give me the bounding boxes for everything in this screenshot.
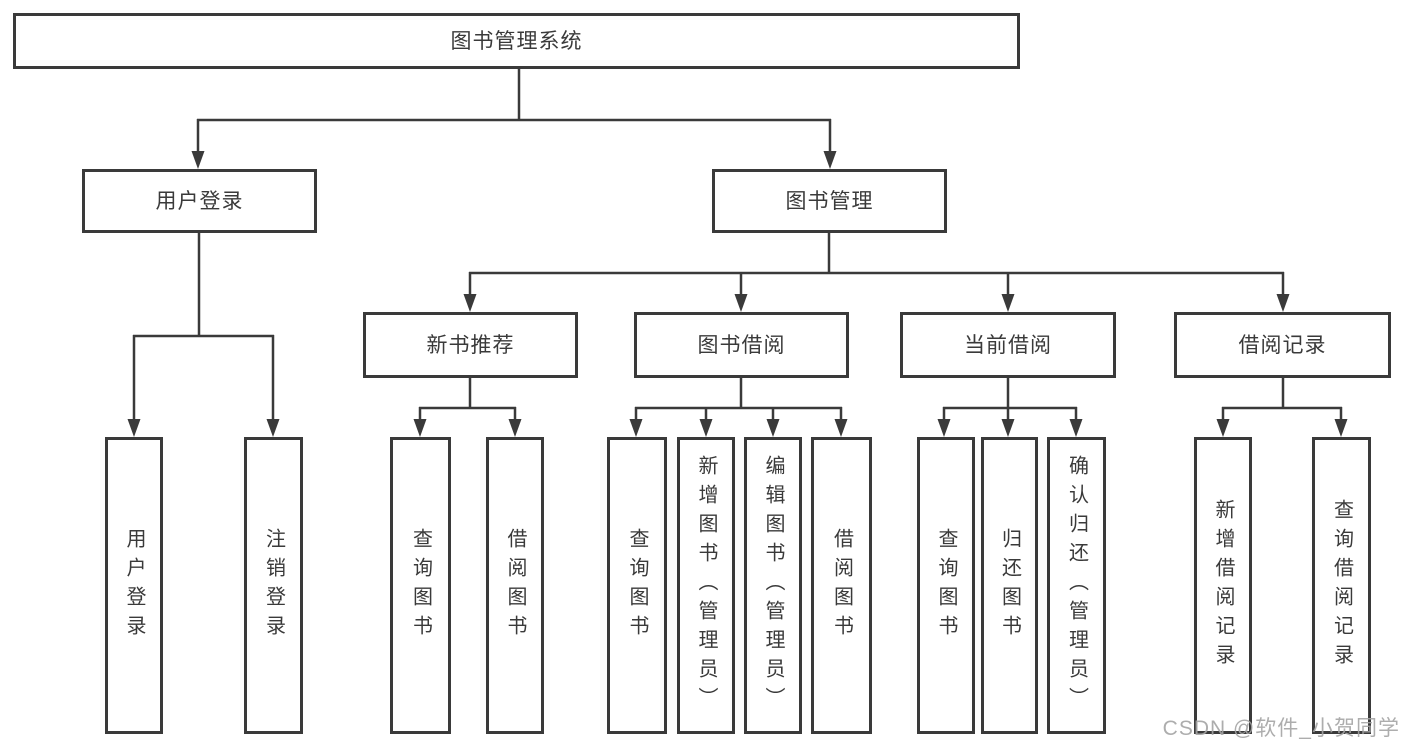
csdn-watermark: CSDN @软件_小贺同学 <box>1162 717 1400 740</box>
leaf-add-book-admin: 新增图书（管理员） <box>677 437 735 734</box>
node-user-login-branch: 用户登录 <box>82 169 317 233</box>
node-current-borrow: 当前借阅 <box>900 312 1116 378</box>
node-book-management: 图书管理 <box>712 169 947 233</box>
leaf-edit-book-admin: 编辑图书（管理员） <box>744 437 802 734</box>
leaf-query-books-1: 查询图书 <box>390 437 451 734</box>
node-book-borrow: 图书借阅 <box>634 312 849 378</box>
leaf-confirm-return-admin: 确认归还（管理员） <box>1047 437 1106 734</box>
leaf-user-login: 用户登录 <box>105 437 163 734</box>
leaf-borrow-books-1: 借阅图书 <box>486 437 544 734</box>
leaf-query-books-3: 查询图书 <box>917 437 975 734</box>
leaf-borrow-books-2: 借阅图书 <box>811 437 872 734</box>
node-root: 图书管理系统 <box>13 13 1020 69</box>
leaf-query-books-2: 查询图书 <box>607 437 667 734</box>
leaf-logout: 注销登录 <box>244 437 303 734</box>
leaf-return-book: 归还图书 <box>981 437 1038 734</box>
node-borrow-records: 借阅记录 <box>1174 312 1391 378</box>
leaf-query-borrow-record: 查询借阅记录 <box>1312 437 1371 734</box>
node-new-book-recommend: 新书推荐 <box>363 312 578 378</box>
leaf-add-borrow-record: 新增借阅记录 <box>1194 437 1252 734</box>
